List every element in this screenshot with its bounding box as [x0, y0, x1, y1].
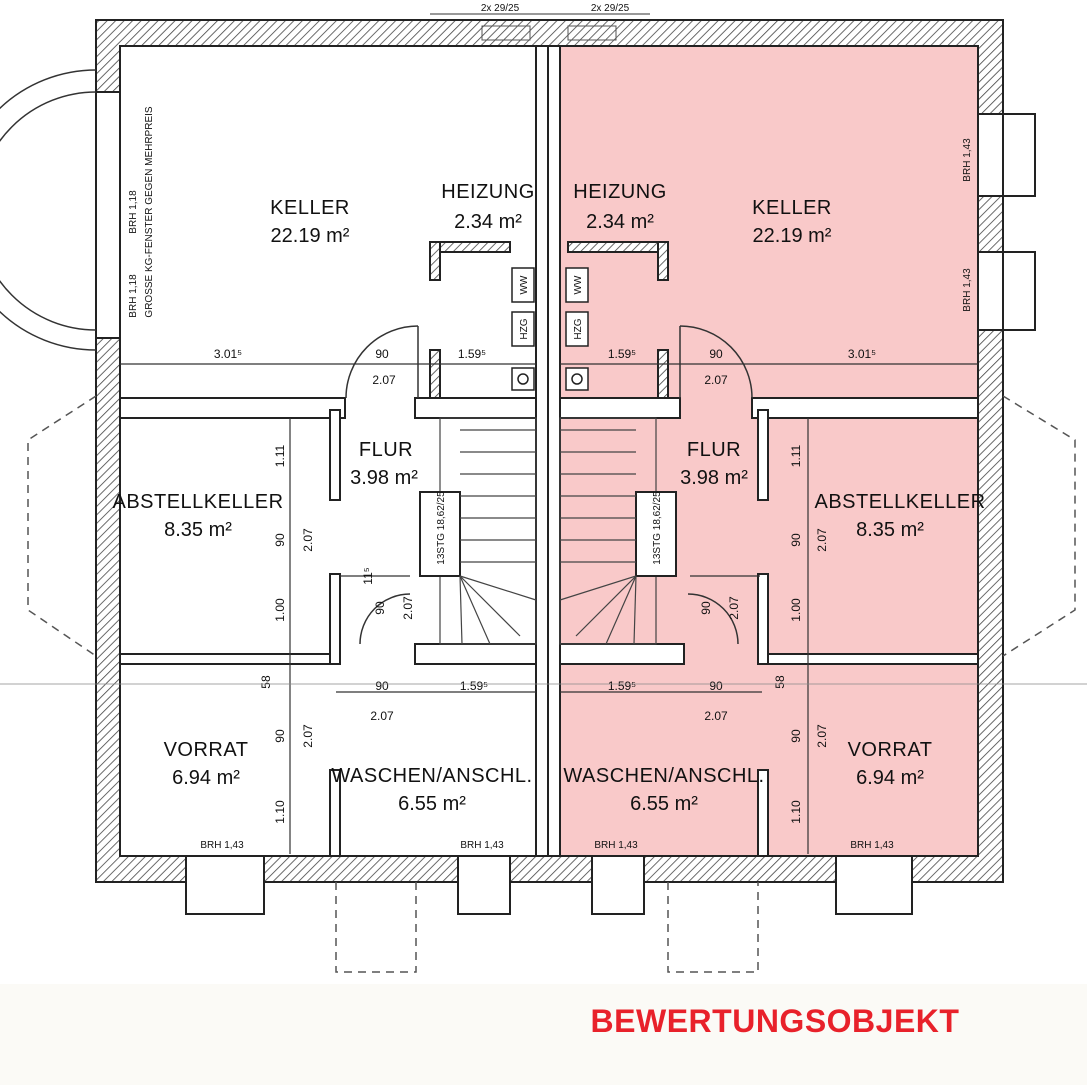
dim-207-left-lower: 2.07: [301, 724, 315, 748]
room-flur-right-name: FLUR: [687, 439, 741, 461]
room-vorrat-right-name: VORRAT: [848, 739, 933, 761]
ww-label-right: WW: [573, 275, 584, 294]
dim-207-right-vert: 2.07: [815, 528, 829, 552]
dim-159-right-bottom: 1.59⁵: [608, 679, 636, 693]
dim-100-left: 1.00: [273, 598, 287, 622]
room-vorrat-left-name: VORRAT: [164, 739, 249, 761]
brh-left-note: GROSSE KG-FENSTER GEGEN MEHRPREIS: [144, 106, 155, 317]
dim-90-right-door: 90: [699, 601, 713, 615]
dim-301-left: 3.01⁵: [214, 347, 242, 361]
dim-90-right-top: 90: [709, 347, 723, 361]
dim-110-left: 1.10: [273, 800, 287, 824]
exterior-walls: [95, 19, 1004, 883]
room-keller-right-area: 22.19 m²: [753, 225, 832, 247]
dim-100-right: 1.00: [789, 598, 803, 622]
brh-bottom-right-2: BRH 1,43: [850, 840, 894, 851]
room-heizung-right-name: HEIZUNG: [573, 181, 667, 203]
dim-111-left: 1.11: [273, 444, 287, 467]
utility-boxes: [511, 267, 589, 391]
dim-90-left-top: 90: [375, 347, 389, 361]
brh-bottom-left-1: BRH 1,43: [200, 840, 244, 851]
dimension-lines: [120, 363, 978, 854]
room-keller-right-name: KELLER: [752, 197, 832, 219]
stairs-left: [419, 417, 537, 645]
brh-bottom-left-2: BRH 1,43: [460, 840, 504, 851]
room-abstellkeller-right-name: ABSTELLKELLER: [814, 491, 985, 513]
dim-90-right-bottom: 90: [709, 679, 723, 693]
dim-159-right-top: 1.59⁵: [608, 347, 636, 361]
door-swings: [345, 325, 753, 645]
dim-207-right-bottom: 2.07: [704, 709, 728, 723]
dim-207-right-door: 2.07: [727, 596, 741, 620]
caption-bar: [0, 984, 1087, 1085]
stair-label-right: 13STG 18,62/25: [652, 491, 663, 565]
room-waschen-right-area: 6.55 m²: [630, 793, 698, 815]
windows: [95, 91, 1036, 915]
dim-90-left-lower: 90: [273, 729, 287, 743]
brh-right-top: BRH 1,43: [962, 138, 973, 182]
dim-207-left-bottom: 2.07: [370, 709, 394, 723]
dim-207-left-top: 2.07: [372, 373, 396, 387]
room-flur-right-area: 3.98 m²: [680, 467, 748, 489]
top-dim-right: 2x 29/25: [591, 3, 630, 14]
bay-arc: [0, 69, 97, 351]
dim-90-left-bottom: 90: [375, 679, 389, 693]
room-waschen-right-name: WASCHEN/ANSCHL.: [563, 765, 764, 787]
dim-207-right-top: 2.07: [704, 373, 728, 387]
dim-58-left: 58: [259, 675, 273, 689]
ww-label-left: WW: [519, 275, 530, 294]
caption-text: BEWERTUNGSOBJEKT: [590, 1003, 960, 1039]
dim-159-left-top: 1.59⁵: [458, 347, 486, 361]
dim-301-right: 3.01⁵: [848, 347, 876, 361]
dim-90-right-lower: 90: [789, 729, 803, 743]
dim-111-right: 1.11: [789, 444, 803, 467]
brh-right-lower: BRH 1,43: [962, 268, 973, 312]
room-flur-left-area: 3.98 m²: [350, 467, 418, 489]
room-keller-left-name: KELLER: [270, 197, 350, 219]
room-vorrat-right-area: 6.94 m²: [856, 767, 924, 789]
room-vorrat-left-area: 6.94 m²: [172, 767, 240, 789]
brh-left-lower: BRH 1,18: [128, 274, 139, 318]
room-heizung-right-area: 2.34 m²: [586, 211, 654, 233]
dim-207-left-door: 2.07: [401, 596, 415, 620]
room-heizung-left-name: HEIZUNG: [441, 181, 535, 203]
room-waschen-left-area: 6.55 m²: [398, 793, 466, 815]
room-abstellkeller-right-area: 8.35 m²: [856, 519, 924, 541]
dim-207-left-vert: 2.07: [301, 528, 315, 552]
room-heizung-left-area: 2.34 m²: [454, 211, 522, 233]
stair-label-left: 13STG 18,62/25: [436, 491, 447, 565]
room-abstellkeller-left-name: ABSTELLKELLER: [112, 491, 283, 513]
top-dim-left: 2x 29/25: [481, 3, 520, 14]
hzg-label-left: HZG: [519, 318, 530, 339]
stairs-right: [559, 417, 677, 645]
dim-159-left-bottom: 1.59⁵: [460, 679, 488, 693]
dim-90-left-vert: 90: [273, 533, 287, 547]
room-flur-left-name: FLUR: [359, 439, 413, 461]
room-waschen-left-name: WASCHEN/ANSCHL.: [331, 765, 532, 787]
party-wall: [535, 45, 561, 857]
inner-walls: [119, 241, 979, 857]
dim-90-left-door: 90: [373, 601, 387, 615]
brh-left-top: BRH 1,18: [128, 190, 139, 234]
dim-58-right: 58: [773, 675, 787, 689]
light-wells: [27, 395, 1076, 973]
room-abstellkeller-left-area: 8.35 m²: [164, 519, 232, 541]
dim-90-right-vert: 90: [789, 533, 803, 547]
room-keller-left-area: 22.19 m²: [271, 225, 350, 247]
dim-110-right: 1.10: [789, 800, 803, 824]
brh-bottom-right-1: BRH 1,43: [594, 840, 638, 851]
dim-117-left: 11⁵: [361, 567, 375, 584]
dim-207-right-lower: 2.07: [815, 724, 829, 748]
hzg-label-right: HZG: [573, 318, 584, 339]
